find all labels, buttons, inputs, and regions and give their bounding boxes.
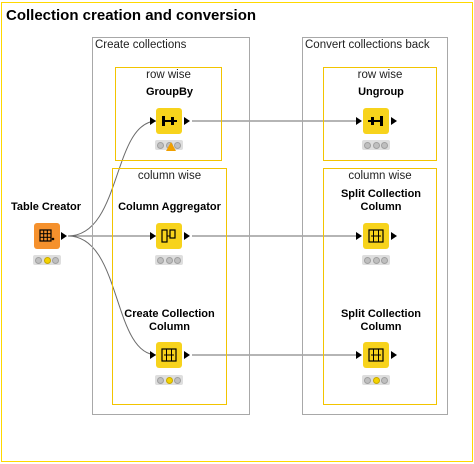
workflow-title: Collection creation and conversion (6, 7, 257, 24)
status-dot-green (52, 256, 60, 264)
create-collection-column-node[interactable] (156, 342, 182, 368)
status-dot-green (174, 256, 182, 264)
node-status-traffic-light (155, 375, 183, 385)
input-port[interactable] (356, 351, 362, 359)
table-icon (39, 229, 55, 242)
output-port[interactable] (391, 351, 397, 359)
output-port[interactable] (184, 351, 190, 359)
status-dot-red (363, 376, 371, 384)
status-dot-green (381, 256, 389, 264)
node-label-ungroup: Ungroup (358, 86, 404, 98)
subgroup-label: row wise (357, 69, 403, 81)
label-line-1: Split Collection (340, 308, 422, 320)
status-dot-yellow (165, 256, 173, 264)
subgroup-row-wise-left: row wise (115, 67, 222, 161)
output-port[interactable] (184, 232, 190, 240)
collection-icon (161, 348, 177, 362)
group-label: Create collections (95, 39, 187, 51)
ungroup-node[interactable] (363, 108, 389, 134)
groupby-node[interactable] (156, 108, 182, 134)
input-port[interactable] (356, 232, 362, 240)
subgroup-label: column wise (348, 170, 412, 182)
node-status-traffic-light (155, 255, 183, 265)
group-label: Convert collections back (305, 39, 430, 51)
node-label-split-collection-column-2: Split Collection Column (325, 308, 437, 334)
node-status-traffic-light (362, 255, 390, 265)
input-port[interactable] (150, 117, 156, 125)
label-line-1: Split Collection (340, 188, 422, 200)
subgroup-column-wise-left: column wise (112, 168, 227, 405)
label-line-2: Column (360, 201, 402, 213)
output-port[interactable] (391, 117, 397, 125)
label-line-2: Column (360, 321, 402, 333)
status-dot-green (381, 376, 389, 384)
node-status-traffic-light (33, 255, 61, 265)
status-dot-red (363, 141, 371, 149)
output-port[interactable] (391, 232, 397, 240)
subgroup-label: row wise (146, 69, 191, 81)
status-dot-red (156, 256, 164, 264)
subgroup-column-wise-right: column wise (323, 168, 437, 405)
input-port[interactable] (150, 351, 156, 359)
subgroup-row-wise-right: row wise (323, 67, 437, 161)
groupby-icon (162, 116, 177, 126)
node-status-traffic-light (362, 140, 390, 150)
label-line-1: Create Collection (124, 308, 215, 320)
node-status-traffic-light (362, 375, 390, 385)
split-collection-icon (368, 229, 384, 243)
column-aggregator-node[interactable] (156, 223, 182, 249)
warning-icon[interactable] (166, 142, 176, 151)
status-dot-yellow (165, 376, 173, 384)
group-create-collections: Create collections (92, 37, 250, 415)
status-dot-red (363, 256, 371, 264)
input-port[interactable] (356, 117, 362, 125)
label-line-2: Column (149, 321, 190, 333)
node-label-create-collection-column: Create Collection Column (113, 308, 226, 334)
split-collection-column-node-1[interactable] (363, 223, 389, 249)
column-aggregator-icon (161, 229, 176, 243)
status-dot-red (34, 256, 42, 264)
status-dot-red (156, 141, 164, 149)
status-dot-red (156, 376, 164, 384)
node-label-table-creator: Table Creator (10, 201, 82, 213)
input-port[interactable] (150, 232, 156, 240)
split-collection-icon (368, 348, 384, 362)
status-dot-yellow (43, 256, 51, 264)
table-creator-node[interactable] (34, 223, 60, 249)
group-convert-collections-back: Convert collections back (302, 37, 448, 415)
ungroup-icon (368, 116, 383, 126)
status-dot-yellow (372, 256, 380, 264)
status-dot-yellow (372, 141, 380, 149)
node-label-split-collection-column-1: Split Collection Column (325, 188, 437, 214)
node-label-column-aggregator: Column Aggregator (118, 201, 221, 213)
output-port[interactable] (61, 232, 67, 240)
output-port[interactable] (184, 117, 190, 125)
status-dot-green (381, 141, 389, 149)
subgroup-label: column wise (137, 170, 202, 182)
status-dot-green (174, 376, 182, 384)
split-collection-column-node-2[interactable] (363, 342, 389, 368)
status-dot-yellow (372, 376, 380, 384)
node-label-groupby: GroupBy (145, 86, 194, 98)
